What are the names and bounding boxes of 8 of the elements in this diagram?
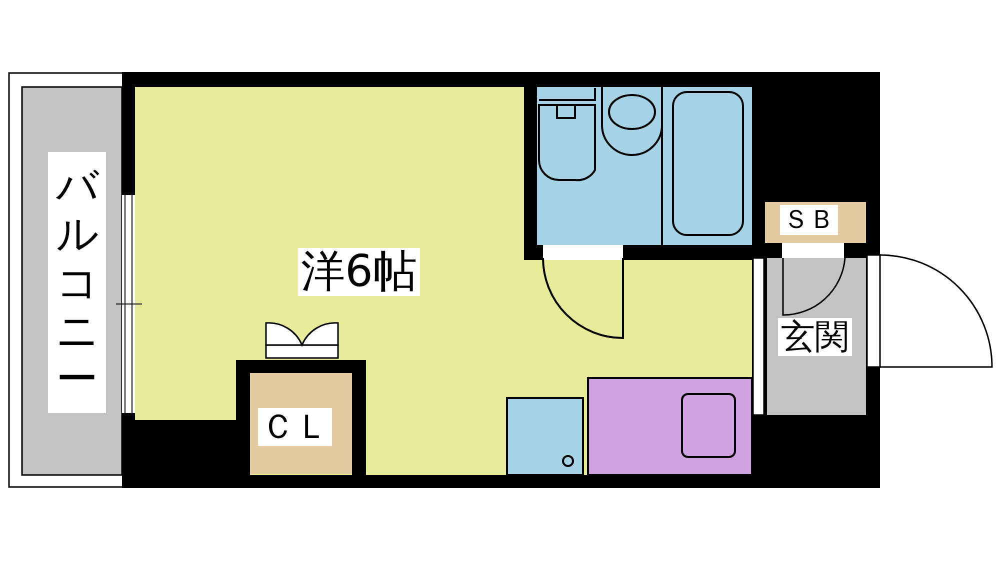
balcony-area	[22, 87, 122, 475]
entrance-area	[767, 258, 866, 415]
room-label: バルコニー	[48, 152, 106, 414]
room-label: 玄関	[778, 318, 852, 356]
room-label: ＳＢ	[780, 205, 838, 235]
room-label: 洋6帖	[298, 248, 420, 296]
shoe-box	[765, 202, 866, 243]
room-label: ＣＬ	[258, 408, 332, 446]
